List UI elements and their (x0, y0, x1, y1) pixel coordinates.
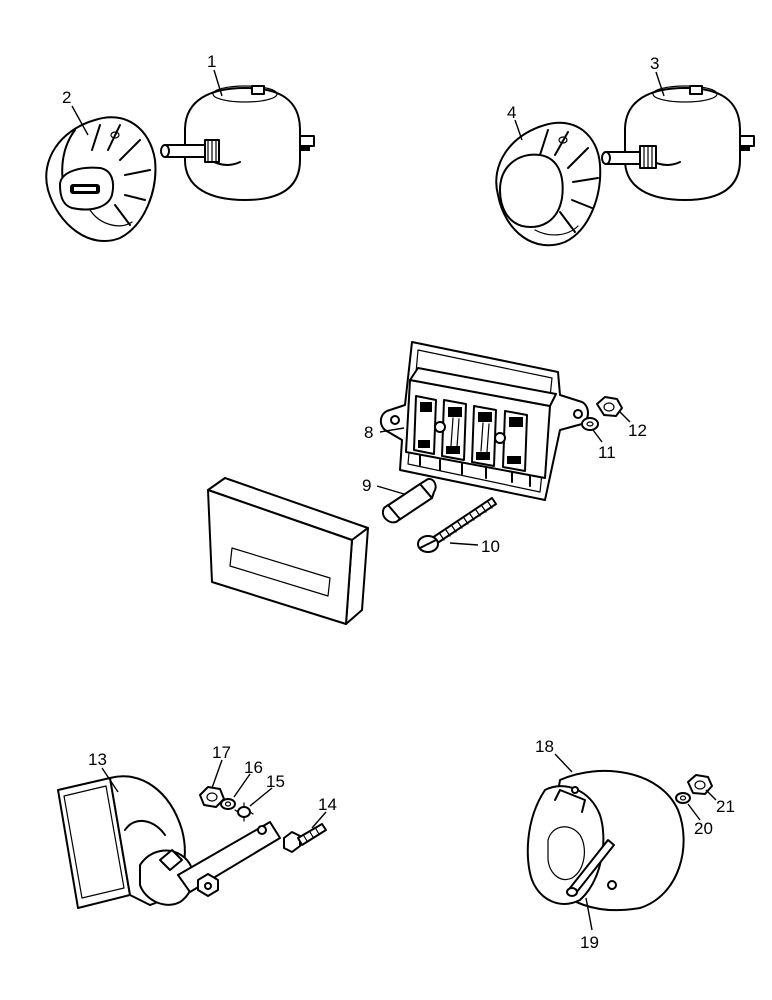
part-15-lock-washer (234, 802, 254, 822)
leader-13 (101, 767, 119, 793)
leader-3 (655, 71, 665, 97)
part-19-stud (566, 839, 615, 897)
part-20-washer (675, 792, 691, 804)
part-16-washer (220, 798, 236, 810)
part-2-switch-cover (45, 116, 157, 243)
callout-13: 13 (88, 750, 107, 769)
callout-19: 19 (580, 933, 599, 952)
leader-12 (619, 411, 631, 423)
callout-15: 15 (266, 772, 285, 791)
part-1-switch-body (160, 85, 315, 201)
part-3-switch-body (601, 85, 755, 201)
callout-14: 14 (318, 795, 337, 814)
callout-10: 10 (481, 537, 500, 556)
leader-1 (213, 69, 223, 97)
part-18-sounder-body (526, 769, 685, 912)
leader-20 (687, 803, 701, 821)
callout-8: 8 (364, 423, 373, 442)
part-4-switch-cover (495, 121, 602, 247)
callout-20: 20 (694, 819, 713, 838)
fuse-box-cover (207, 477, 369, 625)
part-10-screw (417, 497, 497, 553)
callout-11: 11 (598, 443, 616, 462)
leader-2 (71, 105, 89, 136)
leader-14 (311, 811, 327, 829)
part-12-nut (596, 396, 623, 417)
part-9-fuse (382, 477, 437, 524)
leader-19 (585, 897, 593, 931)
leader-21 (705, 789, 717, 801)
leader-16 (233, 773, 251, 798)
callout-1: 1 (207, 52, 216, 71)
leader-11 (592, 429, 603, 443)
callout-21: 21 (716, 797, 735, 816)
callout-9: 9 (362, 476, 371, 495)
part-8-fuse-box (379, 341, 589, 501)
callout-4: 4 (507, 103, 516, 122)
callout-12: 12 (628, 421, 647, 440)
part-17-nut (199, 786, 225, 808)
callout-2: 2 (62, 88, 71, 107)
leader-17 (211, 759, 223, 789)
callout-3: 3 (650, 54, 659, 73)
leader-15 (249, 787, 273, 807)
callout-17: 17 (212, 743, 231, 762)
part-11-washer (581, 417, 599, 431)
leader-4 (514, 119, 523, 141)
leader-9 (376, 485, 405, 495)
leader-8 (379, 427, 405, 433)
callout-16: 16 (244, 758, 263, 777)
part-14-bolt (283, 823, 327, 853)
part-13-horn (57, 775, 281, 909)
leader-10 (449, 542, 479, 546)
callout-18: 18 (535, 737, 554, 756)
part-21-nut (687, 774, 713, 795)
leader-18 (554, 753, 573, 773)
